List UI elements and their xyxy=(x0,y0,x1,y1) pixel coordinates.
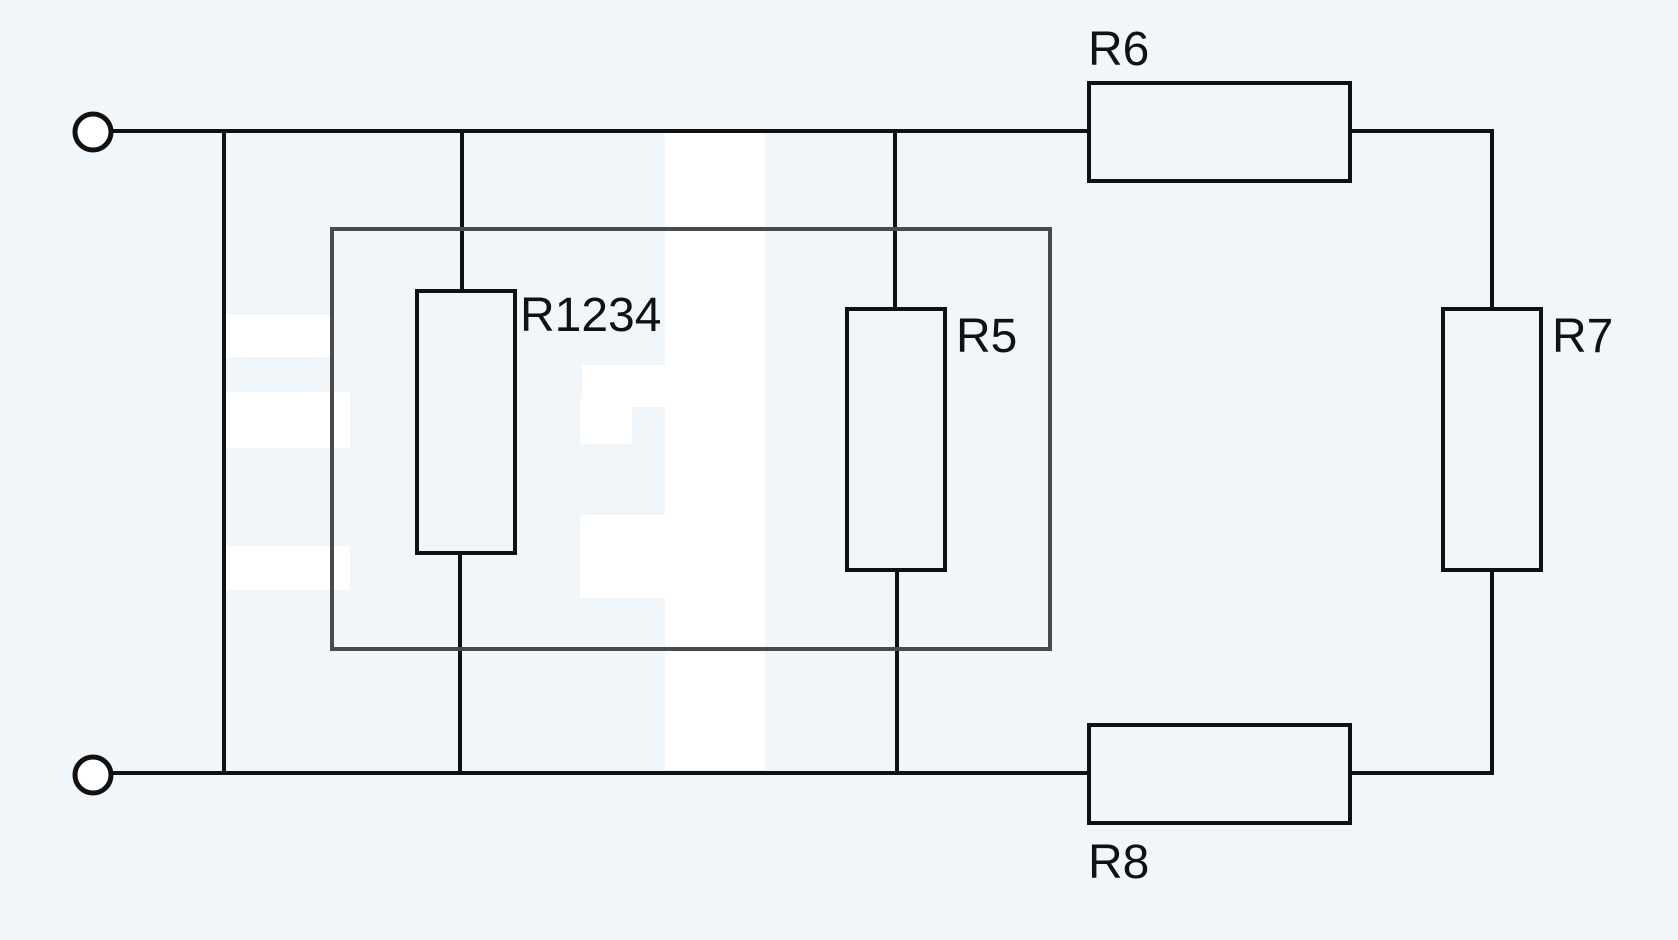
terminal-top xyxy=(72,111,114,153)
resistor-label: R5 xyxy=(956,310,1017,363)
resistor-r6: R6 xyxy=(1087,23,1352,183)
resistor-label: R8 xyxy=(1088,836,1149,889)
terminal-bottom xyxy=(72,754,114,796)
group-box xyxy=(330,227,1052,651)
highlight-bar-left-3 xyxy=(226,546,350,590)
r6-r7-wire xyxy=(1348,129,1494,311)
highlight-bar-left-1 xyxy=(226,315,330,357)
resistor-body xyxy=(415,289,517,555)
resistor-label: R1234 xyxy=(520,289,661,342)
highlight-column xyxy=(665,130,765,770)
highlight-bar-mid-2 xyxy=(580,398,632,444)
resistor-body xyxy=(845,307,947,572)
resistor-label: R6 xyxy=(1088,23,1149,76)
resistor-r5: R5 xyxy=(845,307,1017,572)
wires xyxy=(106,129,1494,775)
r7-r8-wire xyxy=(1348,568,1494,775)
resistor-r1234: R1234 xyxy=(415,289,661,555)
resistor-r8: R8 xyxy=(1087,723,1352,889)
highlight-bar-left-2 xyxy=(226,392,350,448)
resistor-body xyxy=(1087,81,1352,183)
resistor-r7: R7 xyxy=(1441,307,1613,572)
resistor-body xyxy=(1441,307,1543,572)
background-highlights xyxy=(226,130,765,770)
resistor-label: R7 xyxy=(1552,310,1613,363)
highlight-bar-mid-3 xyxy=(580,515,666,598)
resistor-body xyxy=(1087,723,1352,825)
